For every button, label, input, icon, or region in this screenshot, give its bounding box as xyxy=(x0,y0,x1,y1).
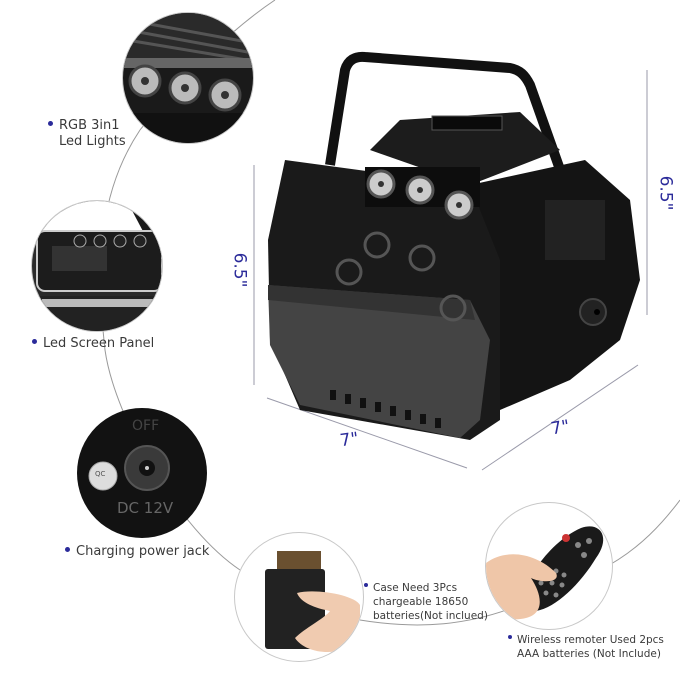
bullet-icon xyxy=(508,635,512,639)
charging-jack-closeup: OFF QC DC 12V xyxy=(77,408,207,538)
svg-text:OFF: OFF xyxy=(132,418,159,434)
battery-case-closeup xyxy=(234,532,364,662)
bullet-icon xyxy=(48,121,53,126)
height-dimension-left: 6.5" xyxy=(229,252,250,288)
svg-text:DC 12V: DC 12V xyxy=(117,499,174,517)
remote-control-icon xyxy=(486,526,604,620)
remote-closeup xyxy=(485,502,613,630)
svg-text:QC: QC xyxy=(95,470,106,478)
width-dimension-front: 7" xyxy=(338,428,360,452)
charging-jack-icon: OFF QC DC 12V xyxy=(88,418,174,517)
screen-panel-label: Led Screen Panel xyxy=(32,336,154,352)
led-lights-label: RGB 3in1 Led Lights xyxy=(48,118,126,150)
bullet-icon xyxy=(65,547,70,552)
height-dimension-right: 6.5" xyxy=(655,175,676,211)
remote-label: Wireless remoter Used 2pcs AAA batteries… xyxy=(508,633,664,661)
bullet-icon xyxy=(32,339,37,344)
charging-jack-label: Charging power jack xyxy=(65,544,209,560)
depth-dimension-side: 7" xyxy=(549,416,572,440)
battery-case-icon xyxy=(265,551,360,653)
bullet-icon xyxy=(364,583,368,587)
battery-case-label: Case Need 3Pcs chargeable 18650 batterie… xyxy=(364,581,488,623)
